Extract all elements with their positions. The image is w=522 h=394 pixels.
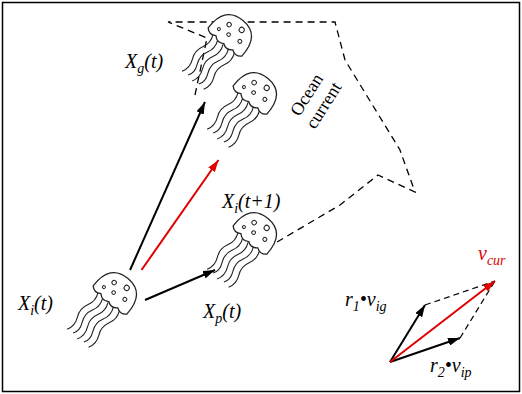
movement-arrow — [145, 270, 215, 300]
glyph: p — [465, 365, 472, 380]
parallelogram-side — [460, 281, 495, 338]
glyph: c — [487, 253, 493, 268]
glyph: • — [360, 288, 367, 310]
glyph: v — [478, 242, 487, 264]
vector-label: vcur — [478, 242, 506, 264]
glyph: t — [41, 292, 47, 314]
glyph: r — [430, 354, 438, 376]
glyph: r — [500, 253, 505, 268]
vector-label: r2•vip — [430, 354, 472, 376]
movement-arrow — [130, 102, 205, 270]
glyph: ) — [156, 50, 163, 72]
position-label: Xi(t+1) — [222, 190, 281, 212]
glyph: 1 — [264, 190, 274, 212]
glyph: g — [137, 61, 144, 76]
resultant-arrow — [390, 281, 495, 362]
glyph: i — [376, 299, 380, 314]
glyph: i — [30, 303, 34, 318]
glyph: i — [461, 365, 465, 380]
glyph: X — [125, 50, 137, 72]
glyph: X — [18, 292, 30, 314]
position-label: Xi(t) — [18, 292, 53, 314]
jellyfish — [200, 204, 285, 293]
glyph: ) — [46, 292, 53, 314]
current-label: Ocean current — [281, 62, 349, 137]
glyph: X — [222, 190, 234, 212]
glyph: ) — [234, 300, 241, 322]
jellyfish — [200, 64, 285, 153]
glyph: X — [203, 300, 215, 322]
glyph: • — [445, 354, 452, 376]
glyph: t — [229, 300, 235, 322]
glyph: v — [367, 288, 376, 310]
jellyfish-node: Xi(t+1) — [215, 70, 285, 160]
glyph: ( — [222, 300, 229, 322]
glyph: ( — [34, 292, 41, 314]
glyph: ( — [238, 190, 245, 212]
glyph: + — [250, 190, 264, 212]
glyph: 2 — [438, 365, 445, 380]
glyph: r — [345, 288, 353, 310]
glyph: 1 — [353, 299, 360, 314]
glyph: t — [245, 190, 251, 212]
glyph: p — [215, 311, 222, 326]
position-label: Xg(t) — [125, 50, 163, 72]
glyph: u — [493, 253, 500, 268]
glyph: ( — [144, 50, 151, 72]
frame — [3, 3, 520, 392]
glyph: t — [151, 50, 157, 72]
jellyfish-node: Xp(t) — [215, 210, 285, 300]
glyph: v — [452, 354, 461, 376]
parallelogram-side — [425, 281, 495, 305]
jellyfish-node: Xi(t) — [75, 270, 145, 360]
glyph: ) — [274, 190, 281, 212]
vector-arrow — [390, 305, 425, 362]
position-label: Xp(t) — [203, 300, 241, 322]
jellyfish — [60, 264, 145, 353]
vector-label: r1•vig — [345, 288, 387, 310]
jellyfish-node: Xg(t) — [190, 12, 260, 102]
glyph: i — [234, 201, 238, 216]
current-outline — [168, 22, 415, 245]
movement-arrow — [142, 160, 219, 270]
glyph: g — [380, 299, 387, 314]
